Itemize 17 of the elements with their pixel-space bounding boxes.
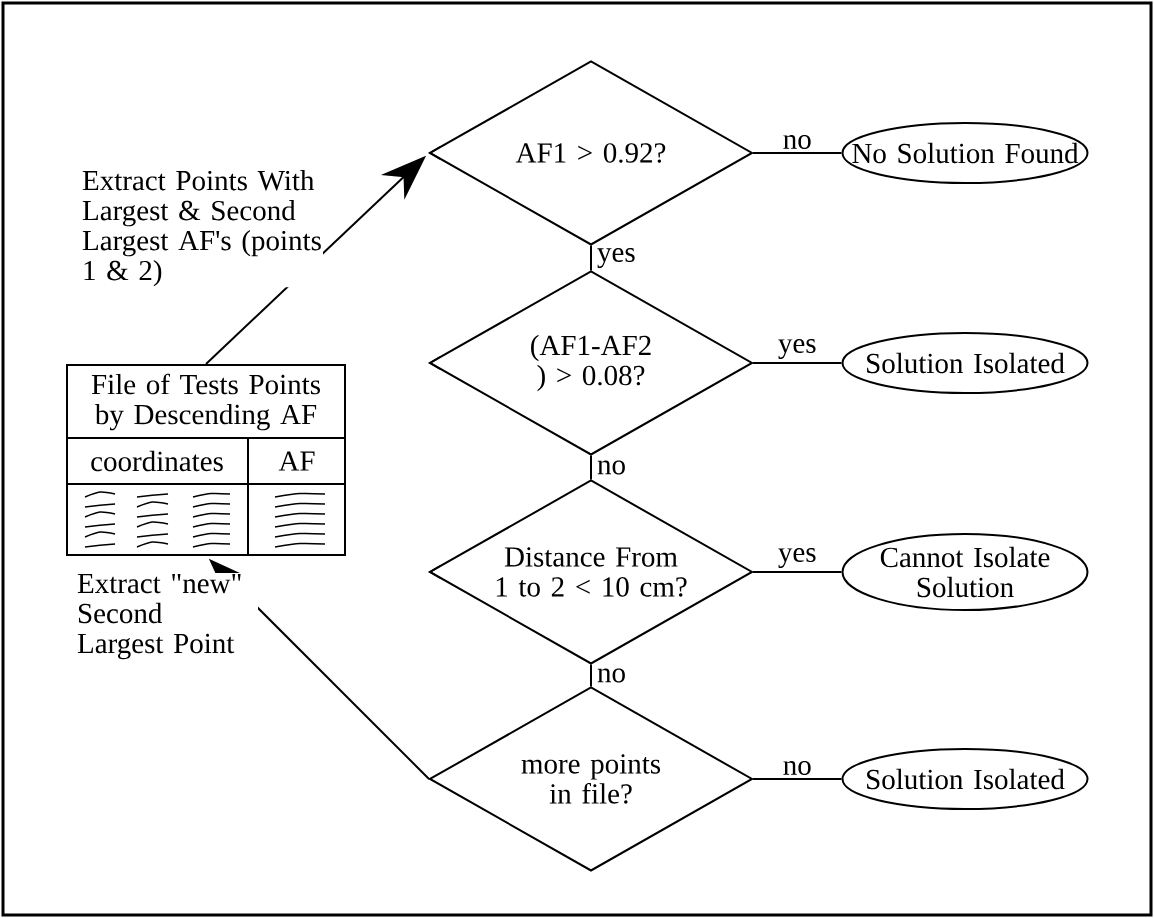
connector-line [752, 152, 843, 154]
connector-line [590, 244, 592, 272]
connector-line [752, 362, 843, 364]
edge-label: Extract Points With Largest & Second Largest AF's (points 1 & 2) [81, 169, 323, 288]
file-table: File of Tests Points by Descending AF coordinates AF [66, 364, 346, 556]
connector-line [590, 663, 592, 688]
edge-label: yes [776, 547, 818, 569]
edge-label: yes [596, 247, 637, 269]
edge-label: no [781, 134, 813, 150]
edge-label: no [596, 667, 627, 684]
connector-line [590, 454, 592, 481]
connector-line [752, 778, 843, 780]
edge-label: no [781, 760, 813, 776]
edge-label: yes [776, 338, 818, 360]
connector-line [752, 571, 843, 573]
edge-label: Extract "new" Second Largest Point [76, 573, 258, 661]
edge-label: no [596, 459, 627, 476]
